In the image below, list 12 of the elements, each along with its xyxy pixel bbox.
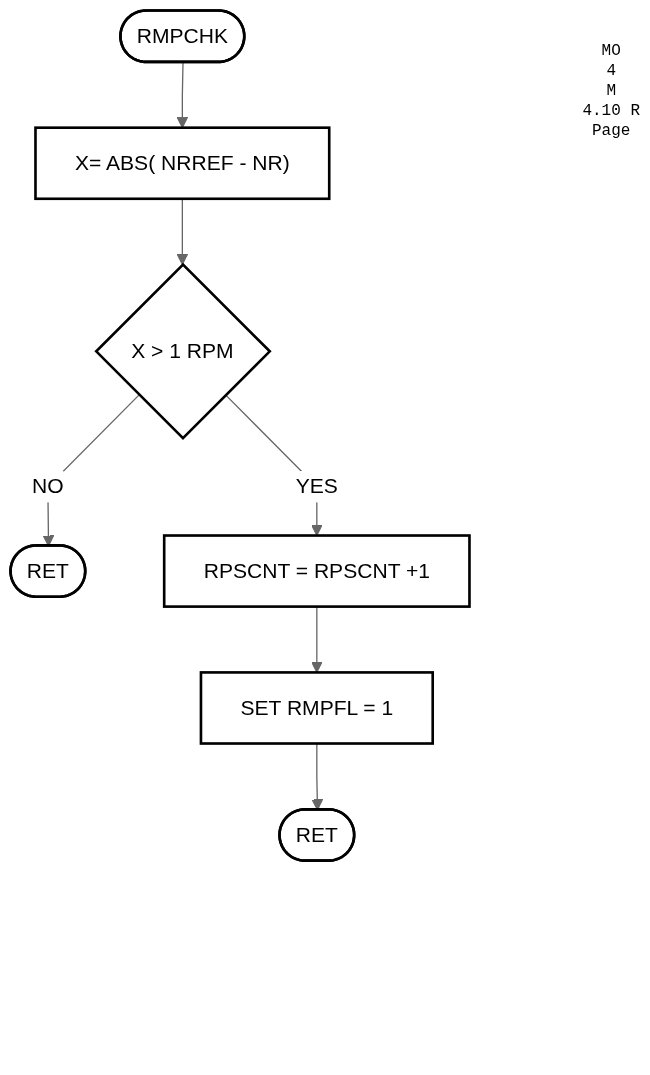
node-box: X= ABS( NRREF - NR): [34, 126, 331, 201]
page-reference-text: Page: [591, 122, 632, 140]
edge-label: YES: [295, 474, 338, 498]
edge-label: NO: [32, 474, 64, 498]
arrow: [176, 198, 189, 266]
page-reference-text: M: [605, 82, 617, 100]
node-box: RPSCNT = RPSCNT +1: [162, 534, 471, 608]
page-reference-text: 4.10 R: [582, 102, 640, 120]
node-box: SET RMPFL = 1: [199, 671, 434, 745]
page-reference-text: MO: [600, 42, 622, 60]
page-reference-text: 4: [605, 62, 617, 80]
node-diamond: X > 1 RPM: [94, 262, 272, 440]
